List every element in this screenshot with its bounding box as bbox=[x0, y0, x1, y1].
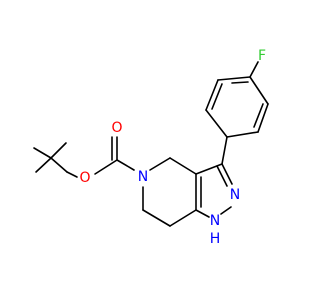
molecule-diagram: F O O N N N H bbox=[33, 48, 269, 247]
bond bbox=[231, 81, 249, 84]
bond bbox=[205, 109, 228, 138]
bond bbox=[50, 142, 67, 159]
bond bbox=[169, 157, 197, 175]
carbonyl-oxygen-label: O bbox=[111, 120, 122, 136]
bond bbox=[169, 209, 197, 227]
bond bbox=[66, 171, 78, 178]
bond bbox=[211, 83, 223, 110]
bond bbox=[249, 61, 259, 78]
nh-nitrogen-label: N bbox=[210, 213, 220, 229]
bond bbox=[216, 165, 228, 187]
pyrazole-nitrogen-label: N bbox=[230, 187, 240, 203]
bond bbox=[35, 157, 52, 173]
structure-canvas: F O O N N N H bbox=[33, 48, 269, 247]
bond bbox=[220, 206, 232, 215]
bond bbox=[205, 79, 219, 111]
bond bbox=[221, 136, 228, 165]
bond bbox=[149, 157, 171, 171]
bond bbox=[33, 147, 52, 159]
bond bbox=[221, 163, 233, 185]
bond bbox=[142, 209, 171, 227]
bond bbox=[50, 157, 68, 173]
bond bbox=[116, 159, 135, 171]
ester-oxygen-label: O bbox=[79, 170, 90, 186]
bond bbox=[249, 76, 269, 105]
atom-labels: F O O N N N H bbox=[79, 48, 266, 247]
bond bbox=[257, 103, 269, 133]
bond bbox=[195, 209, 210, 218]
bond bbox=[253, 103, 264, 128]
ring-nitrogen-label: N bbox=[138, 169, 148, 185]
bond bbox=[217, 76, 251, 81]
bonds bbox=[33, 61, 269, 227]
bond bbox=[94, 159, 118, 175]
fluorine-label: F bbox=[258, 48, 266, 64]
bond bbox=[226, 131, 259, 138]
hydrogen-label: H bbox=[210, 231, 221, 247]
